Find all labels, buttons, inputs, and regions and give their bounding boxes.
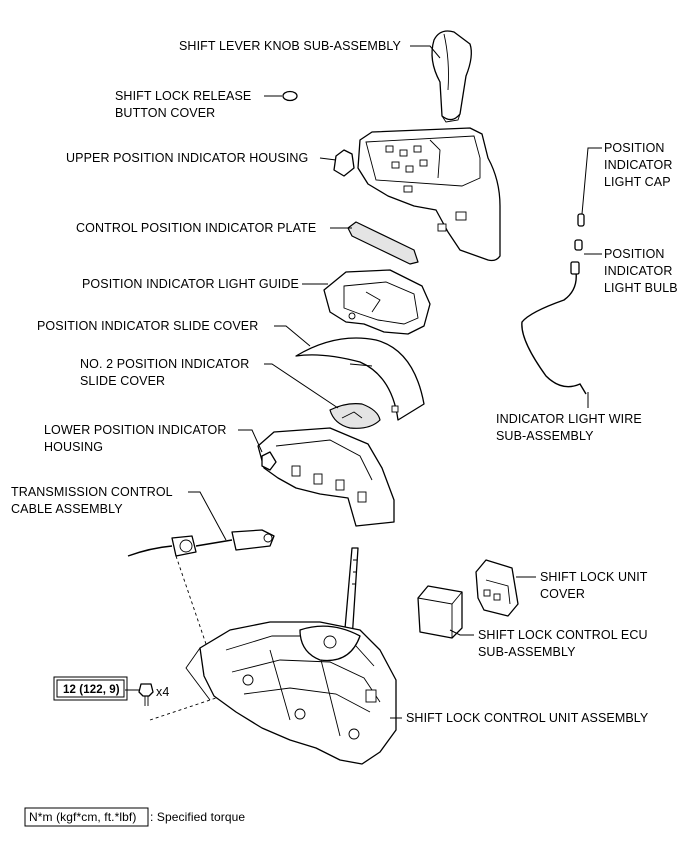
shift-lever-rod-drawing bbox=[343, 547, 359, 641]
shift-lock-ecu-drawing bbox=[417, 585, 463, 639]
label-lock-ecu-line1: SHIFT LOCK CONTROL ECU bbox=[478, 628, 648, 642]
label-lock-unit-cover-line2: COVER bbox=[540, 587, 585, 601]
shift-lever-knob-drawing bbox=[431, 30, 472, 123]
label-lower-housing-line1: LOWER POSITION INDICATOR bbox=[44, 423, 227, 437]
label-light-cap-line3: LIGHT CAP bbox=[604, 175, 671, 189]
label-release-cover-line1: SHIFT LOCK RELEASE bbox=[115, 89, 251, 103]
cable-alignment-line bbox=[175, 555, 207, 645]
light-guide-drawing bbox=[323, 269, 431, 335]
label-trans-cable-line1: TRANSMISSION CONTROL bbox=[11, 485, 173, 499]
shift-lock-unit-cover-drawing bbox=[475, 559, 519, 617]
leader-lock-ecu bbox=[449, 629, 474, 636]
label-indicator-wire-line2: SUB-ASSEMBLY bbox=[496, 429, 594, 443]
label-no2-slide-cover-line1: NO. 2 POSITION INDICATOR bbox=[80, 357, 249, 371]
leader-lower-housing bbox=[238, 429, 263, 453]
leader-upper-housing bbox=[319, 157, 337, 161]
bolt-drawing bbox=[138, 683, 154, 706]
label-slide-cover: POSITION INDICATOR SLIDE COVER bbox=[37, 319, 258, 333]
label-shift-lever-knob: SHIFT LEVER KNOB SUB-ASSEMBLY bbox=[179, 39, 402, 53]
label-indicator-wire-line1: INDICATOR LIGHT WIRE bbox=[496, 412, 642, 426]
legend: N*m (kgf*cm, ft.*lbf) : Specified torque bbox=[24, 807, 245, 827]
label-lock-unit-assembly: SHIFT LOCK CONTROL UNIT ASSEMBLY bbox=[406, 711, 649, 725]
release-button-cover-drawing bbox=[282, 90, 298, 102]
slide-cover-drawing bbox=[295, 337, 425, 421]
legend-description: : Specified torque bbox=[150, 810, 245, 824]
leader-trans-cable bbox=[188, 491, 227, 541]
leader-no2-slide-cover bbox=[264, 363, 339, 409]
label-release-cover-line2: BUTTON COVER bbox=[115, 106, 215, 120]
label-trans-cable-line2: CABLE ASSEMBLY bbox=[11, 502, 123, 516]
indicator-wire-drawing bbox=[521, 213, 587, 395]
label-light-bulb-line1: POSITION bbox=[604, 247, 665, 261]
transmission-cable-drawing bbox=[127, 529, 275, 557]
label-light-guide: POSITION INDICATOR LIGHT GUIDE bbox=[82, 277, 299, 291]
label-lock-ecu-line2: SUB-ASSEMBLY bbox=[478, 645, 576, 659]
torque-value: 12 (122, 9) bbox=[63, 684, 120, 696]
leader-light-cap bbox=[581, 147, 602, 215]
label-upper-housing: UPPER POSITION INDICATOR HOUSING bbox=[66, 151, 308, 165]
label-light-bulb-line3: LIGHT BULB bbox=[604, 281, 678, 295]
label-control-plate: CONTROL POSITION INDICATOR PLATE bbox=[76, 221, 316, 235]
leader-slide-cover bbox=[274, 325, 311, 347]
label-light-cap-line2: INDICATOR bbox=[604, 158, 673, 172]
torque-spec-box: 12 (122, 9) bbox=[53, 676, 128, 701]
label-lock-unit-cover-line1: SHIFT LOCK UNIT bbox=[540, 570, 648, 584]
leader-knob bbox=[410, 45, 441, 59]
lower-housing-drawing bbox=[257, 427, 395, 527]
legend-units: N*m (kgf*cm, ft.*lbf) bbox=[29, 810, 136, 824]
label-no2-slide-cover-line2: SLIDE COVER bbox=[80, 374, 165, 388]
label-light-bulb-line2: INDICATOR bbox=[604, 264, 673, 278]
no2-slide-cover-drawing bbox=[329, 403, 381, 429]
label-lower-housing-line2: HOUSING bbox=[44, 440, 103, 454]
shift-lock-unit-assembly-drawing bbox=[185, 621, 397, 765]
upper-housing-drawing bbox=[333, 127, 501, 262]
label-light-cap-line1: POSITION bbox=[604, 141, 665, 155]
bolt-quantity: x4 bbox=[156, 685, 169, 699]
control-plate-drawing bbox=[347, 221, 419, 265]
